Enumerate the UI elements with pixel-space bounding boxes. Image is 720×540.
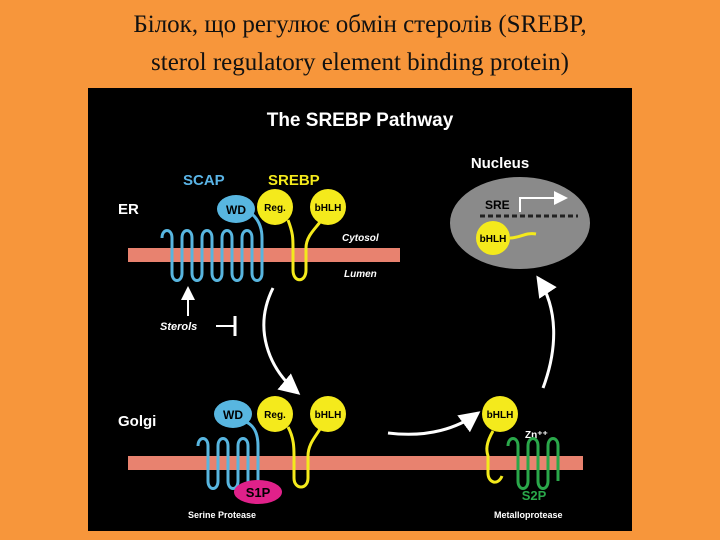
s2p-enzyme [506, 437, 560, 490]
nucleus-label: Nucleus [471, 155, 529, 172]
s1p-enzyme [234, 480, 282, 504]
srebp-label: SREBP [268, 172, 320, 189]
scap-golgi-transmembrane [196, 418, 260, 490]
golgi-cleavage-arrow [387, 411, 481, 436]
s2p-label: S2P [522, 488, 547, 503]
to-nucleus-arrow [536, 275, 557, 389]
scap-golgi-wd-label: WD [223, 408, 243, 422]
er-label: ER [118, 201, 139, 218]
srebp-er-reg-label: Reg. [264, 203, 286, 214]
scap-golgi-wd-domain [214, 400, 252, 428]
scap-er-transmembrane [160, 208, 264, 282]
diagram-canvas: The SREBP Pathway ER SCAP SREBP Cytosol … [118, 110, 590, 520]
srebp-er-bhlh-domain [310, 189, 346, 225]
scap-er-wd-domain [217, 195, 255, 223]
cytosol-label: Cytosol [342, 233, 379, 244]
sre-label: SRE [485, 198, 510, 212]
srebp-er-bhlh-label: bHLH [315, 203, 342, 214]
nuclear-bhlh-tail [509, 232, 537, 240]
nuclear-bhlh-label: bHLH [480, 234, 507, 245]
diagram-title: The SREBP Pathway [267, 110, 454, 131]
lumen-label: Lumen [344, 269, 377, 280]
srebp-golgi-bhlh-label: bHLH [315, 410, 342, 421]
zinc-label: Zn⁺⁺ [525, 430, 548, 441]
srebp-golgi-transmembrane [286, 426, 322, 489]
srebp-golgi-reg-domain [257, 396, 293, 432]
released-bhlh-tail [485, 430, 504, 484]
srebp-golgi-reg-label: Reg. [264, 410, 286, 421]
slide-title-line-1: Білок, що регулює обмін стеролів (SREBP, [133, 11, 587, 38]
transcription-arrow [519, 191, 568, 212]
srebp-pathway-diagram: The SREBP Pathway ER SCAP SREBP Cytosol … [88, 88, 632, 531]
golgi-label: Golgi [118, 413, 156, 430]
released-bhlh-domain [482, 396, 518, 432]
s1p-label: S1P [246, 485, 271, 500]
srebp-er-transmembrane [286, 219, 322, 282]
nuclear-bhlh-domain [476, 221, 510, 255]
srebp-er-reg-domain [257, 189, 293, 225]
sterols-label: Sterols [160, 321, 197, 333]
scap-er-wd-label: WD [226, 203, 246, 217]
nucleus [450, 177, 590, 269]
metalloprotease-label: Metalloprotease [494, 510, 563, 520]
scap-label: SCAP [183, 172, 225, 189]
released-bhlh-label: bHLH [487, 410, 514, 421]
golgi-membrane [128, 456, 583, 470]
slide-title-line-2: sterol regulatory element binding protei… [151, 49, 569, 76]
serine-protease-label: Serine Protease [188, 510, 256, 520]
er-to-golgi-arrow [262, 287, 301, 395]
er-membrane [128, 248, 400, 262]
slide-title: Білок, що регулює обмін стеролів (SREBP,… [0, 6, 720, 82]
srebp-golgi-bhlh-domain [310, 396, 346, 432]
